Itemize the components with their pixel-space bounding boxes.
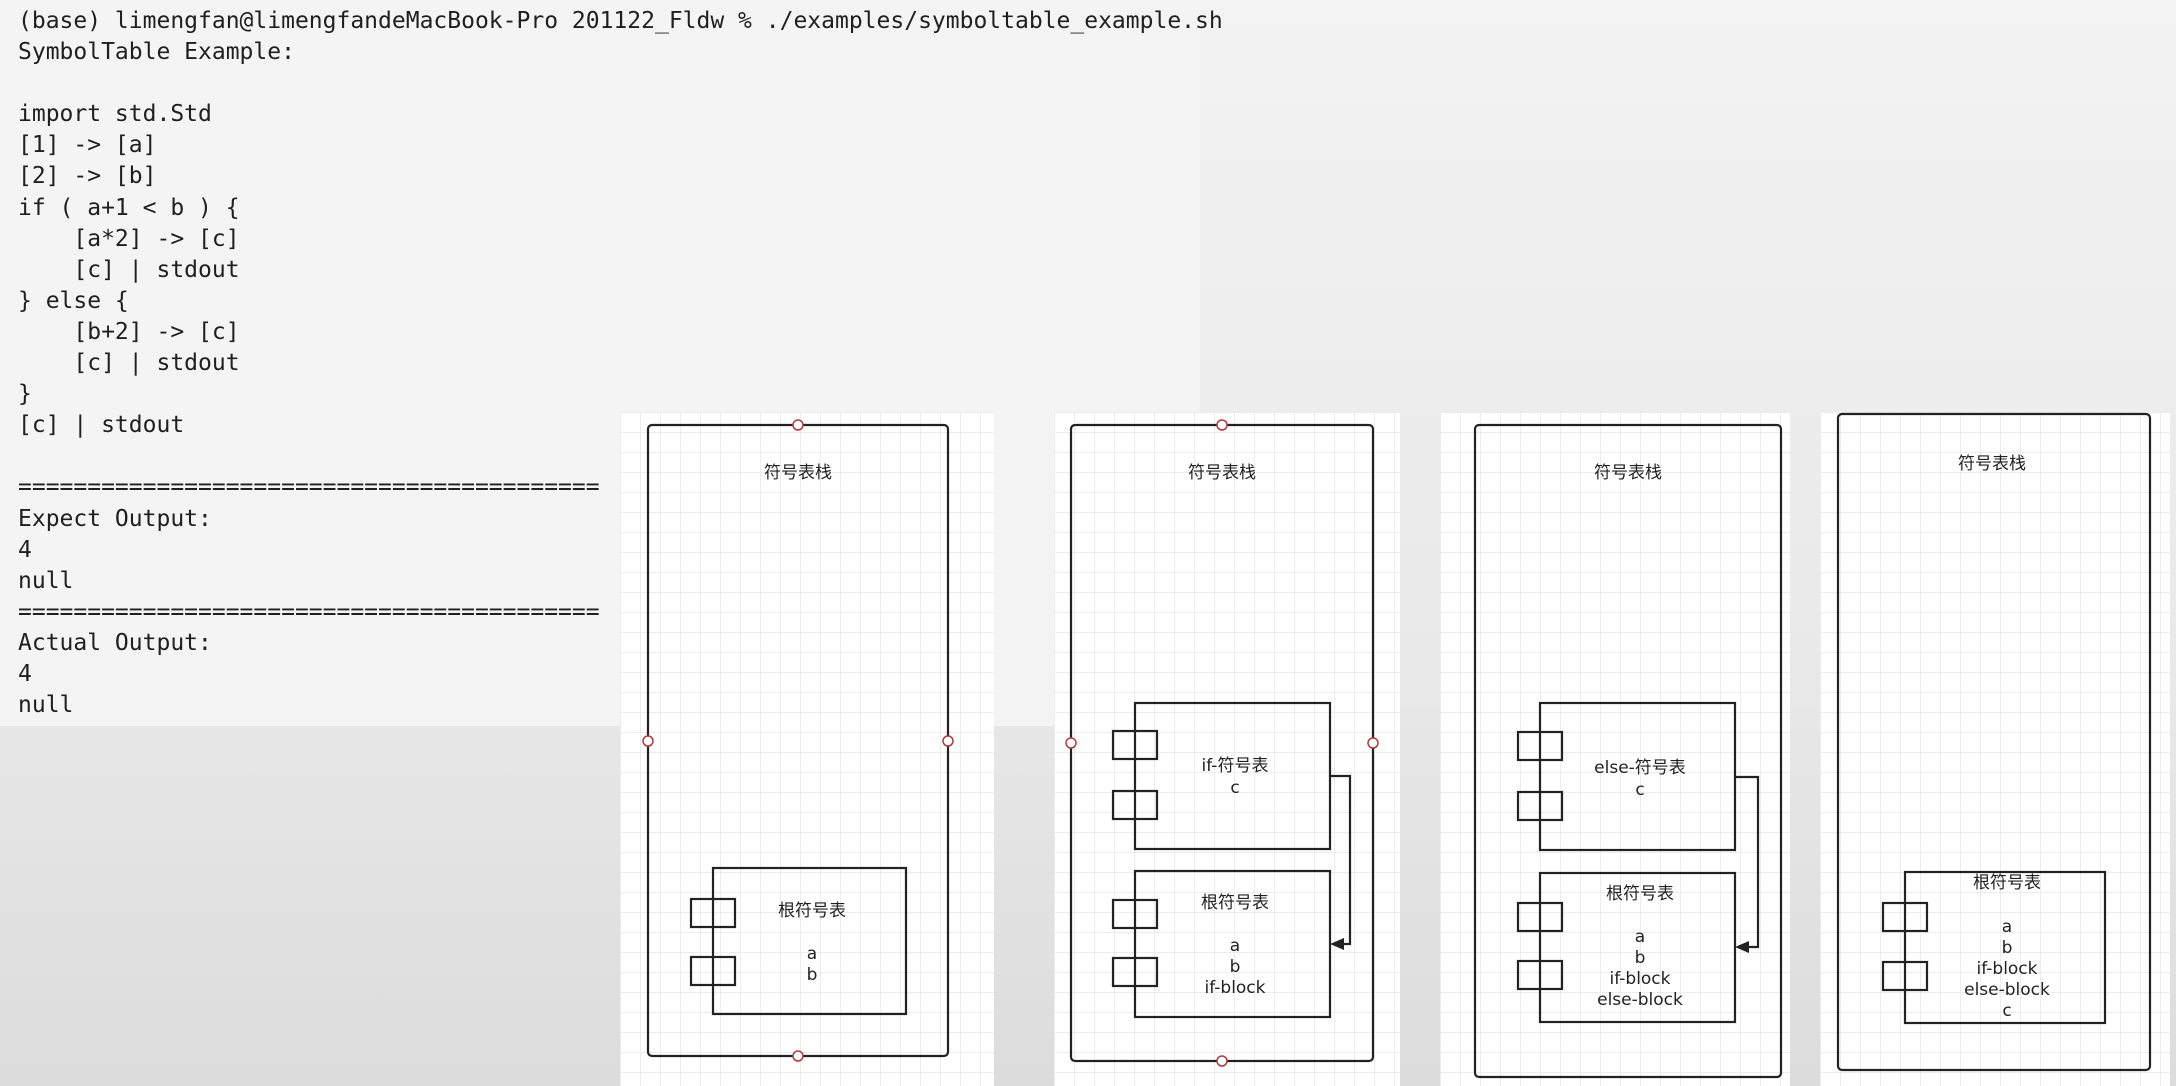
component-tab (689, 955, 737, 987)
diagram-panel-2: 符号表栈 if-符号表 c 根符号表 a b if-block (1054, 412, 1400, 1086)
stack-label: 符号表栈 (1188, 463, 1256, 483)
root-table-title: 根符号表 (778, 901, 846, 921)
port-bottom (1216, 1055, 1228, 1067)
port-top (792, 419, 804, 431)
child-table-title: else-符号表 (1594, 758, 1686, 778)
root-table-title: 根符号表 (1973, 873, 2041, 893)
component-tab (1516, 730, 1564, 762)
symbol-stack-diagram-4: 符号表栈 根符号表 a b if-block else-block c (1836, 412, 2152, 1072)
terminal-line: Expect Output: (18, 505, 212, 532)
symbol-stack-diagram-3: 符号表栈 else-符号表 c 根符号表 a b if-block else-b… (1473, 423, 1783, 1079)
terminal-line: [2] -> [b] (18, 163, 157, 190)
stack-label: 符号表栈 (1594, 463, 1662, 483)
port-right (942, 735, 954, 747)
port-right (1367, 737, 1379, 749)
root-table-item: if-block (1976, 959, 2037, 979)
root-table-item: else-block (1597, 990, 1683, 1010)
component-tab (1111, 898, 1159, 930)
port-bottom (792, 1050, 804, 1062)
terminal-line: if ( a+1 < b ) { (18, 194, 240, 221)
component-tab (1516, 959, 1564, 991)
component-tab (689, 897, 737, 929)
child-table-title: if-符号表 (1202, 756, 1269, 776)
parent-link-connector (1330, 774, 1352, 946)
terminal-line: null (18, 567, 74, 594)
stack-label: 符号表栈 (764, 463, 832, 483)
component-tab (1881, 901, 1929, 933)
diagram-panel-1: 符号表栈 根符号表 a b (620, 412, 994, 1086)
terminal-line: import std.Std (18, 101, 212, 128)
stack-frame (1069, 423, 1375, 1063)
symbol-stack-diagram-1: 符号表栈 根符号表 a b (642, 419, 954, 1062)
root-table-item: b (807, 965, 818, 985)
stack-frame (646, 423, 950, 1058)
component-tab (1111, 729, 1159, 761)
root-table-item: a (807, 944, 817, 964)
stack-label: 符号表栈 (1958, 454, 2026, 474)
port-left (642, 735, 654, 747)
terminal-lines: (base) limengfan@limengfandeMacBook-Pro … (18, 6, 1223, 721)
component-tab (1881, 960, 1929, 992)
root-table-box (711, 866, 908, 1016)
root-table-item: b (1230, 957, 1241, 977)
root-table-item: a (2002, 917, 2012, 937)
terminal-line: [c] | stdout (18, 350, 240, 377)
terminal-line: ========================================… (18, 474, 600, 501)
stack-frame (1836, 412, 2152, 1072)
terminal-line: } (18, 381, 32, 408)
symbol-stack-diagram-2: 符号表栈 if-符号表 c 根符号表 a b if-block (1065, 419, 1379, 1067)
root-table-item: if-block (1609, 969, 1670, 989)
component-tab (1516, 901, 1564, 933)
root-table-box (1903, 870, 2107, 1025)
terminal-line: 4 (18, 536, 32, 563)
root-table-item: b (1635, 948, 1646, 968)
terminal-line: SymbolTable Example: (18, 39, 295, 66)
parent-link-arrowhead (1330, 938, 1344, 950)
terminal-line: [a*2] -> [c] (18, 225, 240, 252)
child-table-item: c (1635, 780, 1644, 800)
terminal-line: null (18, 692, 74, 719)
terminal-line: [c] | stdout (18, 256, 240, 283)
root-table-item: b (2002, 938, 2013, 958)
component-tab (1111, 789, 1159, 821)
terminal-line: Actual Output: (18, 629, 212, 656)
stack-frame (1473, 423, 1783, 1079)
terminal-output: (base) limengfan@limengfandeMacBook-Pro … (0, 0, 1223, 726)
terminal-line: } else { (18, 287, 129, 314)
terminal-line: [c] | stdout (18, 412, 185, 439)
port-left (1065, 737, 1077, 749)
child-table-item: c (1230, 778, 1239, 798)
terminal-line: (base) limengfan@limengfandeMacBook-Pro … (18, 8, 1223, 34)
component-tab (1516, 790, 1564, 822)
port-top (1216, 419, 1228, 431)
root-table-item: a (1635, 927, 1645, 947)
terminal-line: 4 (18, 660, 32, 687)
terminal-line: ========================================… (18, 598, 600, 625)
parent-link-connector (1735, 775, 1760, 949)
child-table-box (1133, 701, 1332, 851)
component-tab (1111, 956, 1159, 988)
root-table-title: 根符号表 (1606, 884, 1674, 904)
root-table-item: c (2002, 1001, 2011, 1021)
root-table-item: a (1230, 936, 1240, 956)
parent-link-arrowhead (1735, 941, 1749, 953)
diagram-panel-4: 符号表栈 根符号表 a b if-block else-block c (1820, 412, 2170, 1086)
terminal-line (18, 68, 1223, 99)
terminal-line: [b+2] -> [c] (18, 318, 240, 345)
root-table-title: 根符号表 (1201, 893, 1269, 913)
root-table-item: else-block (1964, 980, 2050, 1000)
diagram-panel-3: 符号表栈 else-符号表 c 根符号表 a b if-block else-b… (1440, 412, 1790, 1086)
root-table-box (1538, 871, 1737, 1024)
terminal-line: [1] -> [a] (18, 132, 157, 159)
root-table-item: if-block (1204, 978, 1265, 998)
